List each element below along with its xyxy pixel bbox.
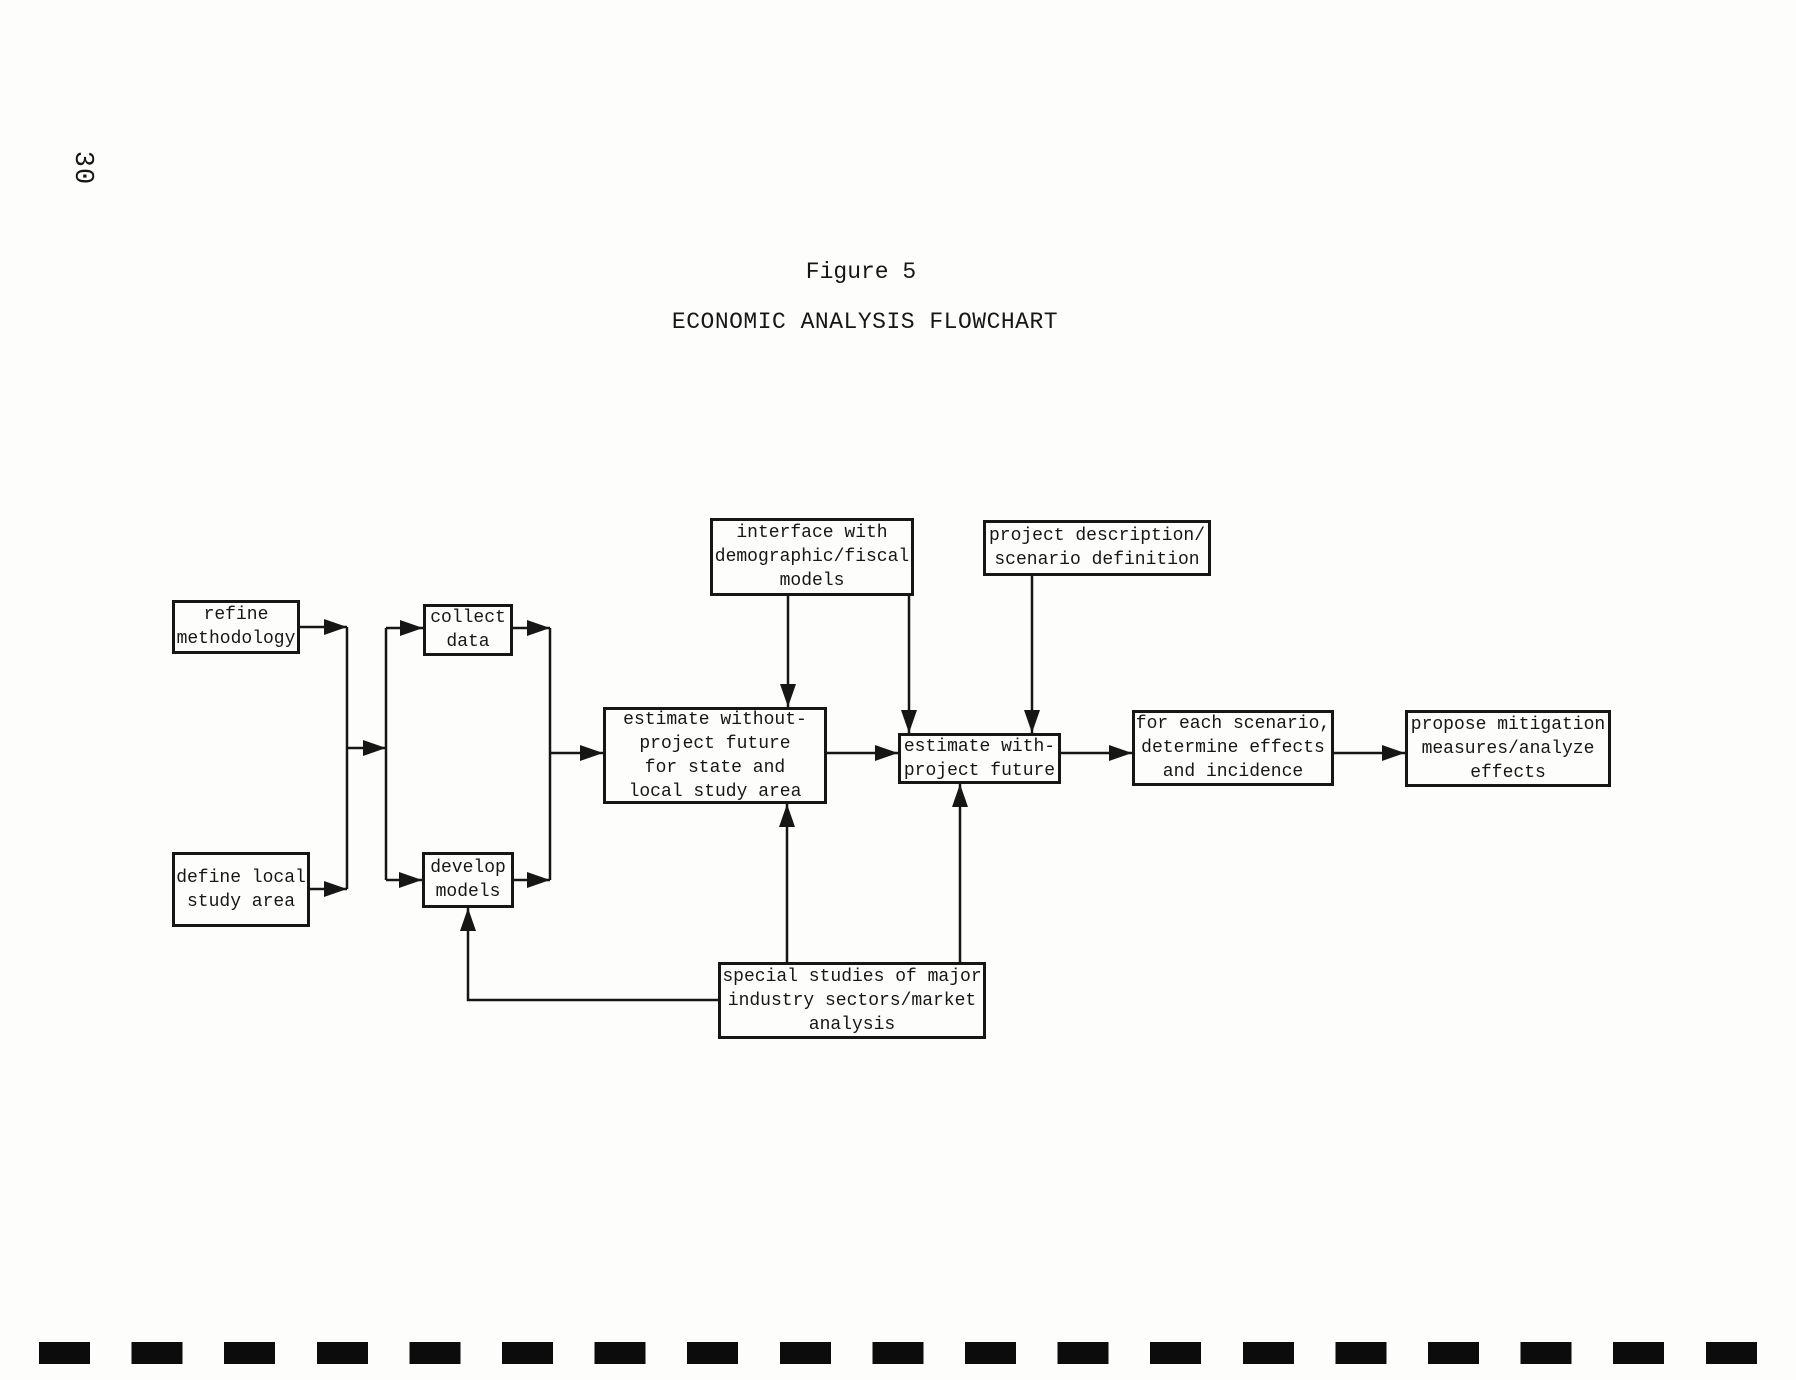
flow-node-develop-models: develop models [422, 852, 514, 908]
node-label: develop models [430, 858, 506, 902]
flow-node-collect-data: collect data [423, 604, 513, 656]
flow-node-project-description: project description/ scenario definition [983, 520, 1211, 576]
node-label: define local study area [176, 867, 306, 912]
flow-node-refine-methodology: refine methodology [172, 600, 300, 654]
edge-special-to-develop-models [460, 908, 718, 1002]
flow-node-estimate-with-project: estimate with- project future [898, 733, 1061, 784]
node-label: for each scenario, determine effects and… [1135, 714, 1331, 782]
flow-node-define-local-study-area: define local study area [172, 852, 310, 927]
flow-node-special-studies: special studies of major industry sector… [718, 962, 986, 1039]
node-label: interface with demographic/fiscal models [714, 523, 910, 591]
flow-node-propose-mitigation: propose mitigation measures/analyze effe… [1405, 710, 1611, 787]
flow-node-estimate-without-project: estimate without- project future for sta… [603, 707, 827, 804]
flow-node-interface-models: interface with demographic/fiscal models [710, 518, 914, 596]
node-label: propose mitigation measures/analyze effe… [1410, 714, 1606, 783]
node-label: refine methodology [176, 605, 296, 649]
node-label: estimate without- project future for sta… [623, 709, 807, 802]
filmstrip-dashes [39, 1342, 1759, 1364]
node-label: estimate with- project future [903, 736, 1056, 781]
node-label: special studies of major industry sector… [722, 966, 982, 1035]
figure-label: Figure 5 [805, 259, 917, 285]
figure-title: ECONOMIC ANALYSIS FLOWCHART [671, 309, 1059, 335]
node-label: project description/ scenario definition [988, 526, 1206, 570]
node-label: collect data [430, 608, 506, 652]
flow-node-for-each-scenario: for each scenario, determine effects and… [1132, 710, 1334, 786]
